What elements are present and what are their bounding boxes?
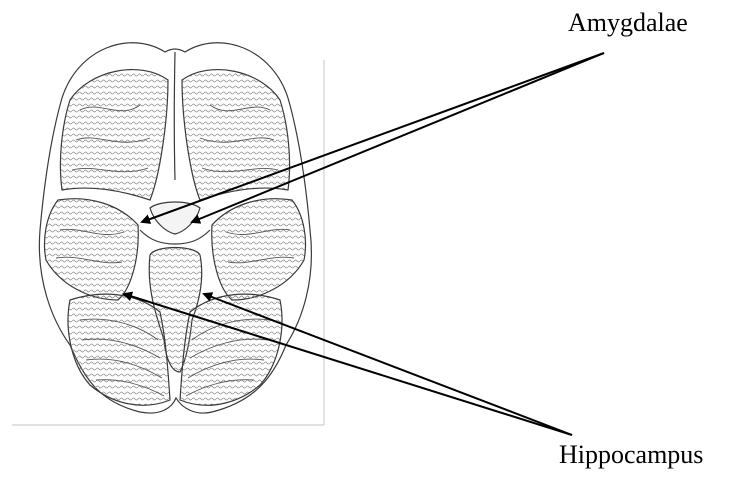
cerebellum-right [180, 294, 282, 405]
amygdalae-label: Amygdalae [568, 8, 688, 38]
hippocampus-label: Hippocampus [559, 440, 703, 470]
brain-illustration [39, 43, 311, 413]
cerebellum-left [68, 294, 170, 405]
